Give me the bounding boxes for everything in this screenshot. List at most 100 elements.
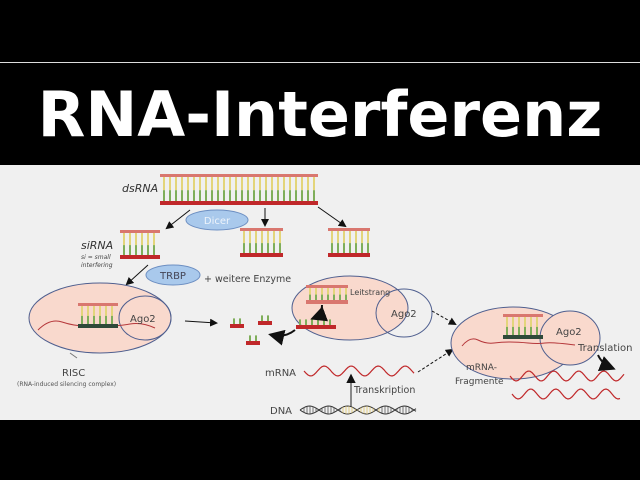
antisense-strand — [240, 253, 283, 257]
antisense-strand — [258, 321, 272, 325]
base — [255, 243, 257, 253]
base — [271, 190, 273, 201]
dicer-label: Dicer — [204, 216, 231, 227]
base — [279, 231, 281, 244]
base — [153, 245, 155, 255]
base — [181, 177, 183, 191]
sense-strand — [120, 230, 160, 233]
base — [223, 190, 225, 201]
base — [261, 231, 263, 244]
base — [87, 306, 89, 316]
base — [343, 243, 345, 253]
leader-line — [69, 352, 78, 359]
base — [311, 319, 313, 325]
sense-strand — [503, 314, 543, 317]
base — [241, 177, 243, 191]
sense-strand — [160, 174, 318, 177]
transkription-label: Transkription — [353, 385, 415, 396]
base — [321, 288, 323, 295]
risc-label: RISC — [62, 368, 85, 379]
base — [313, 190, 315, 201]
dna-helix — [299, 405, 417, 415]
base — [524, 317, 526, 327]
base — [175, 177, 177, 191]
base — [530, 326, 532, 335]
mrna-label: mRNA — [265, 368, 296, 379]
base — [141, 233, 143, 246]
base — [317, 319, 319, 325]
base — [361, 243, 363, 253]
base — [129, 233, 131, 246]
base — [313, 177, 315, 191]
base — [253, 190, 255, 201]
base — [187, 177, 189, 191]
page-title: RNA-Interferenz — [37, 78, 603, 151]
enzymes-label: + weitere Enzyme — [204, 274, 291, 285]
base — [169, 177, 171, 191]
antisense-strand — [120, 255, 160, 259]
base — [333, 288, 335, 295]
base — [295, 190, 297, 201]
arrow — [125, 264, 149, 286]
sirna-in-risc — [503, 314, 543, 339]
base — [229, 190, 231, 201]
base — [147, 245, 149, 255]
base — [199, 177, 201, 191]
base — [243, 243, 245, 253]
base — [147, 233, 149, 246]
base — [193, 190, 195, 201]
sirna-note: si = small — [81, 254, 111, 261]
base — [355, 231, 357, 244]
ago2-protein — [375, 288, 433, 338]
base — [247, 190, 249, 201]
base — [99, 306, 101, 316]
base — [279, 243, 281, 253]
mrna-fragment — [511, 388, 621, 400]
dicer-enzyme — [185, 209, 249, 231]
base — [355, 243, 357, 253]
antisense-strand — [160, 201, 318, 205]
base — [337, 243, 339, 253]
sense-strand — [78, 303, 118, 306]
base — [315, 294, 317, 300]
base — [277, 190, 279, 201]
base — [512, 326, 514, 335]
base — [283, 190, 285, 201]
base — [249, 335, 251, 341]
base — [367, 243, 369, 253]
arrow — [165, 209, 191, 230]
antisense-strand — [230, 324, 244, 328]
sirna-molecule — [120, 230, 160, 259]
base — [301, 177, 303, 191]
strand-separation — [296, 285, 348, 329]
base — [235, 190, 237, 201]
base — [99, 315, 101, 324]
base — [229, 177, 231, 191]
arrow — [310, 304, 329, 322]
fragments-label: mRNA- — [466, 363, 497, 373]
fragments-label: Fragmente — [455, 377, 504, 387]
antisense-strand — [328, 253, 370, 257]
base — [339, 288, 341, 295]
dna-label: DNA — [270, 406, 292, 417]
base — [301, 190, 303, 201]
base — [289, 190, 291, 201]
base — [321, 294, 323, 300]
base — [241, 190, 243, 201]
base — [267, 243, 269, 253]
base — [81, 315, 83, 324]
base — [211, 190, 213, 201]
base — [249, 243, 251, 253]
base — [217, 190, 219, 201]
base — [153, 233, 155, 246]
base — [253, 177, 255, 191]
base — [105, 306, 107, 316]
base — [235, 177, 237, 191]
leitstrang-label: Leitstrang — [350, 288, 390, 297]
base — [512, 317, 514, 327]
base — [129, 245, 131, 255]
base — [271, 177, 273, 191]
arrow — [317, 206, 347, 228]
base — [331, 243, 333, 253]
